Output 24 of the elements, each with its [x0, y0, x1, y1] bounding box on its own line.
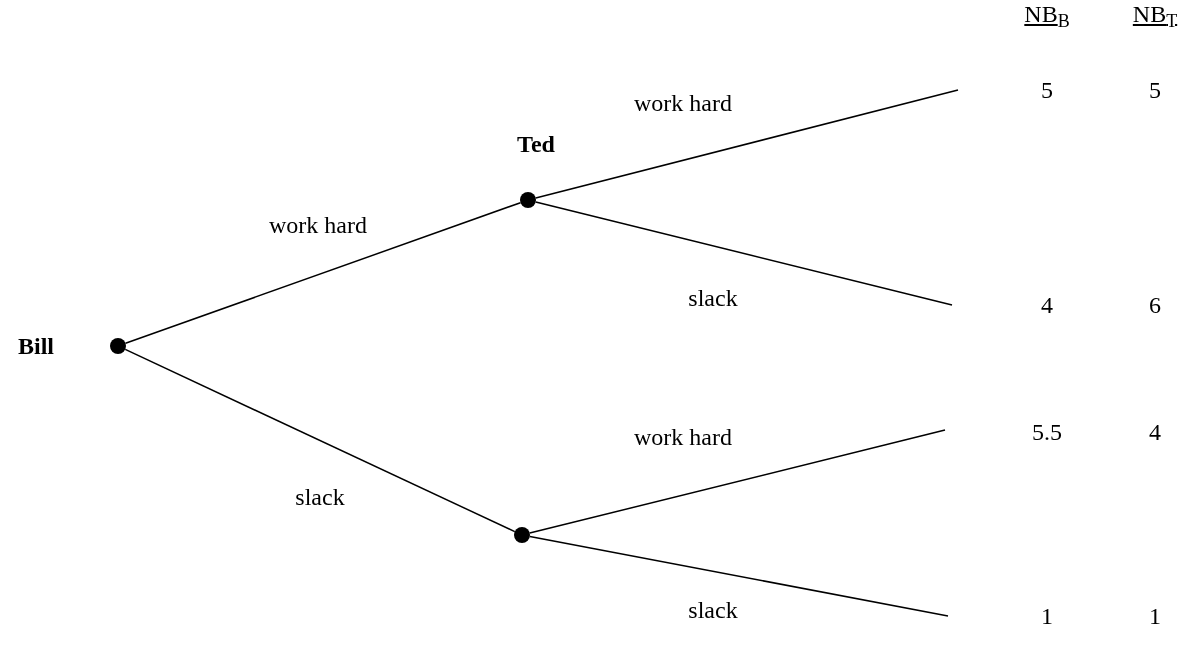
edge-label: slack [688, 286, 738, 310]
player-name: Ted [517, 132, 555, 156]
branch-line [124, 201, 522, 345]
branch-line [535, 201, 953, 306]
branch-line [124, 348, 516, 533]
edge-label: slack [295, 485, 345, 509]
branch-line [529, 429, 946, 534]
payoff-value: 5 [1149, 78, 1161, 102]
payoff-value: 1 [1149, 604, 1161, 628]
edge-label: slack [688, 598, 738, 622]
payoff-value: 4 [1041, 293, 1053, 317]
column-header: NB$_{B}$ [1024, 2, 1070, 26]
edge-label: work hard [634, 425, 732, 449]
edge-label: work hard [269, 213, 367, 237]
column-header: NB$_{T}$ [1132, 2, 1178, 26]
payoff-value: 5.5 [1032, 420, 1062, 444]
payoff-value: 4 [1149, 420, 1161, 444]
payoff-value: 1 [1041, 604, 1053, 628]
branch-line [529, 535, 949, 617]
branch-line [535, 89, 959, 199]
edge-label: work hard [634, 91, 732, 115]
player-name: Bill [18, 334, 54, 358]
payoff-value: 5 [1041, 78, 1053, 102]
payoff-value: 6 [1149, 293, 1161, 317]
